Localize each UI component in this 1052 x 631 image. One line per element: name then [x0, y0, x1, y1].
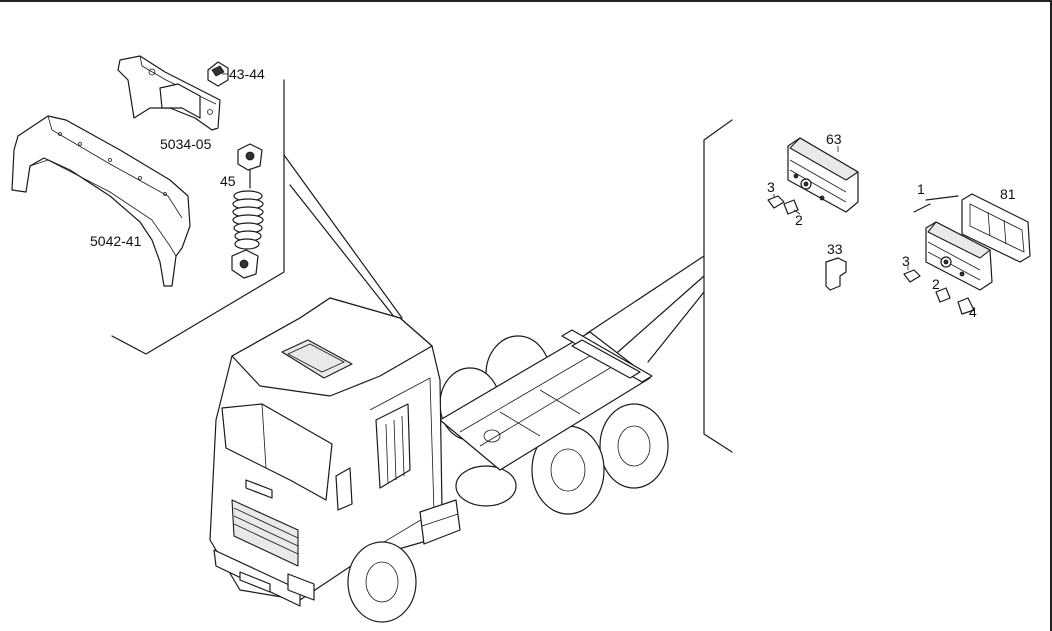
- bracket-33: [825, 257, 847, 291]
- callout-3-lower: 3: [902, 253, 910, 269]
- callout-2-lower: 2: [932, 276, 940, 292]
- detail-box-right: [585, 119, 733, 453]
- callout-5042-41: 5042-41: [90, 233, 142, 249]
- bulb-4: [957, 297, 975, 315]
- rear-lamp-63: [787, 137, 859, 213]
- lens-81: [961, 193, 1031, 263]
- mudguard-part: [11, 115, 191, 287]
- callout-33: 33: [827, 241, 843, 257]
- callout-43-44: 43-44: [229, 66, 265, 82]
- callout-leaders: [222, 73, 909, 270]
- clip-part: [207, 61, 229, 87]
- bulb-3a: [767, 195, 785, 209]
- leader-1: [913, 195, 959, 213]
- truck-chassis: [439, 329, 669, 515]
- callout-1: 1: [917, 181, 925, 197]
- spring-part: [231, 143, 264, 279]
- rear-lamp-1: [925, 221, 993, 291]
- callout-3-upper: 3: [767, 179, 775, 195]
- bulb-2b: [935, 287, 951, 303]
- callout-2-upper: 2: [795, 212, 803, 228]
- callout-45: 45: [220, 173, 236, 189]
- callout-4: 4: [969, 304, 977, 320]
- callout-63: 63: [826, 131, 842, 147]
- bracket-part: [117, 55, 221, 131]
- callout-81: 81: [1000, 186, 1016, 202]
- bulb-3b: [903, 269, 921, 283]
- callout-5034-05: 5034-05: [160, 136, 212, 152]
- truck-cab: [209, 297, 461, 623]
- detail-box-left: [111, 79, 403, 355]
